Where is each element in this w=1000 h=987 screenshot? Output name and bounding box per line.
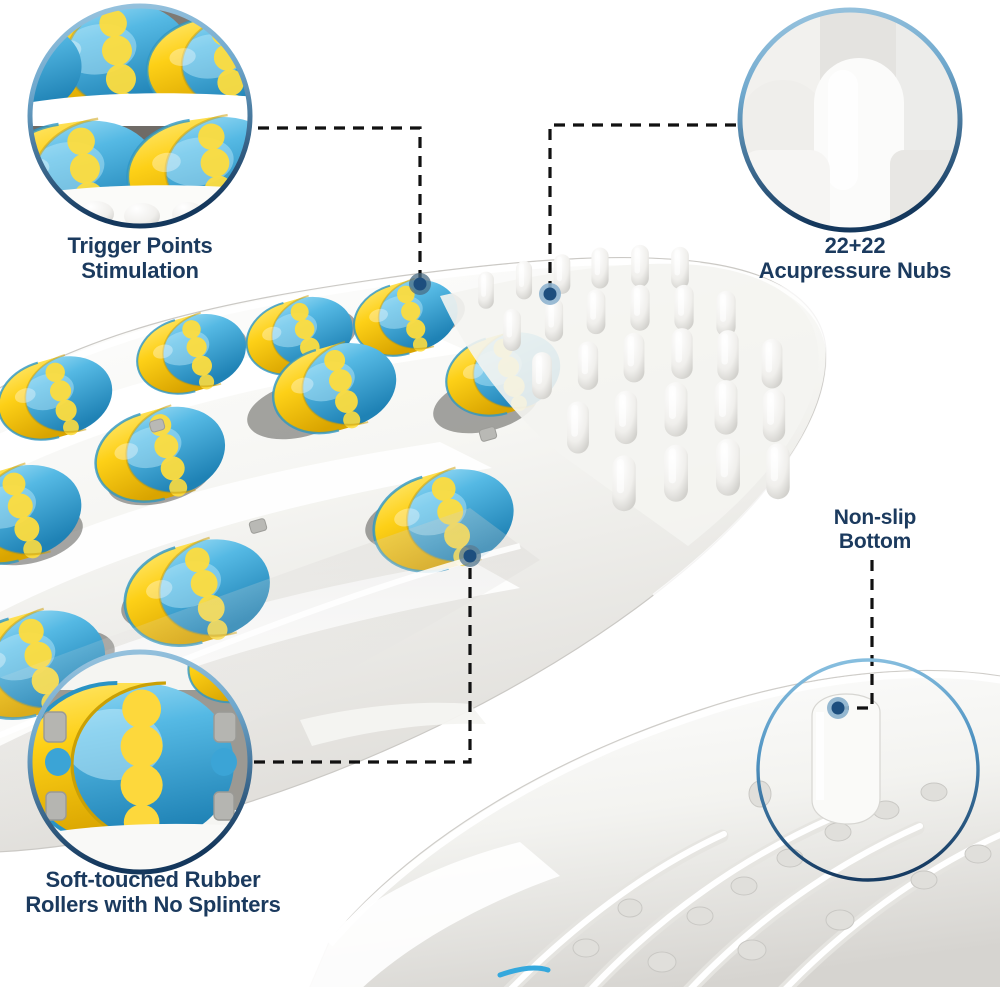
callout-label-non-slip-bottom: Non-slip Bottom bbox=[833, 506, 917, 553]
acupressure-nub-field bbox=[440, 244, 819, 546]
connector-acupressure-nubs bbox=[548, 123, 736, 294]
marker-dots bbox=[409, 273, 849, 719]
connector-lines bbox=[254, 123, 874, 764]
callout-circle-trigger-points bbox=[27, 3, 253, 229]
connector-soft-rollers bbox=[254, 556, 472, 764]
callout-label-acupressure-nubs: 22+22 Acupressure Nubs bbox=[758, 233, 952, 283]
marker-dot-acupressure-nubs bbox=[539, 283, 561, 305]
marker-dot-trigger-points bbox=[409, 273, 431, 295]
marker-dot-soft-rollers bbox=[459, 545, 481, 567]
marker-dot-non-slip bbox=[827, 697, 849, 719]
callout-circle-soft-rollers bbox=[27, 649, 253, 875]
callout-label-trigger-points: Trigger Points Stimulation bbox=[67, 233, 213, 283]
center-post bbox=[811, 693, 881, 825]
connector-non-slip bbox=[840, 560, 874, 710]
secondary-board-bottom-view bbox=[300, 670, 1000, 987]
callout-circle-acupressure-nubs bbox=[737, 7, 963, 233]
callout-circle-non-slip-bottom bbox=[756, 658, 980, 882]
callout-label-soft-touched-rollers: Soft-touched Rubber Rollers with No Spli… bbox=[25, 867, 281, 917]
connector-trigger-points bbox=[258, 126, 422, 284]
